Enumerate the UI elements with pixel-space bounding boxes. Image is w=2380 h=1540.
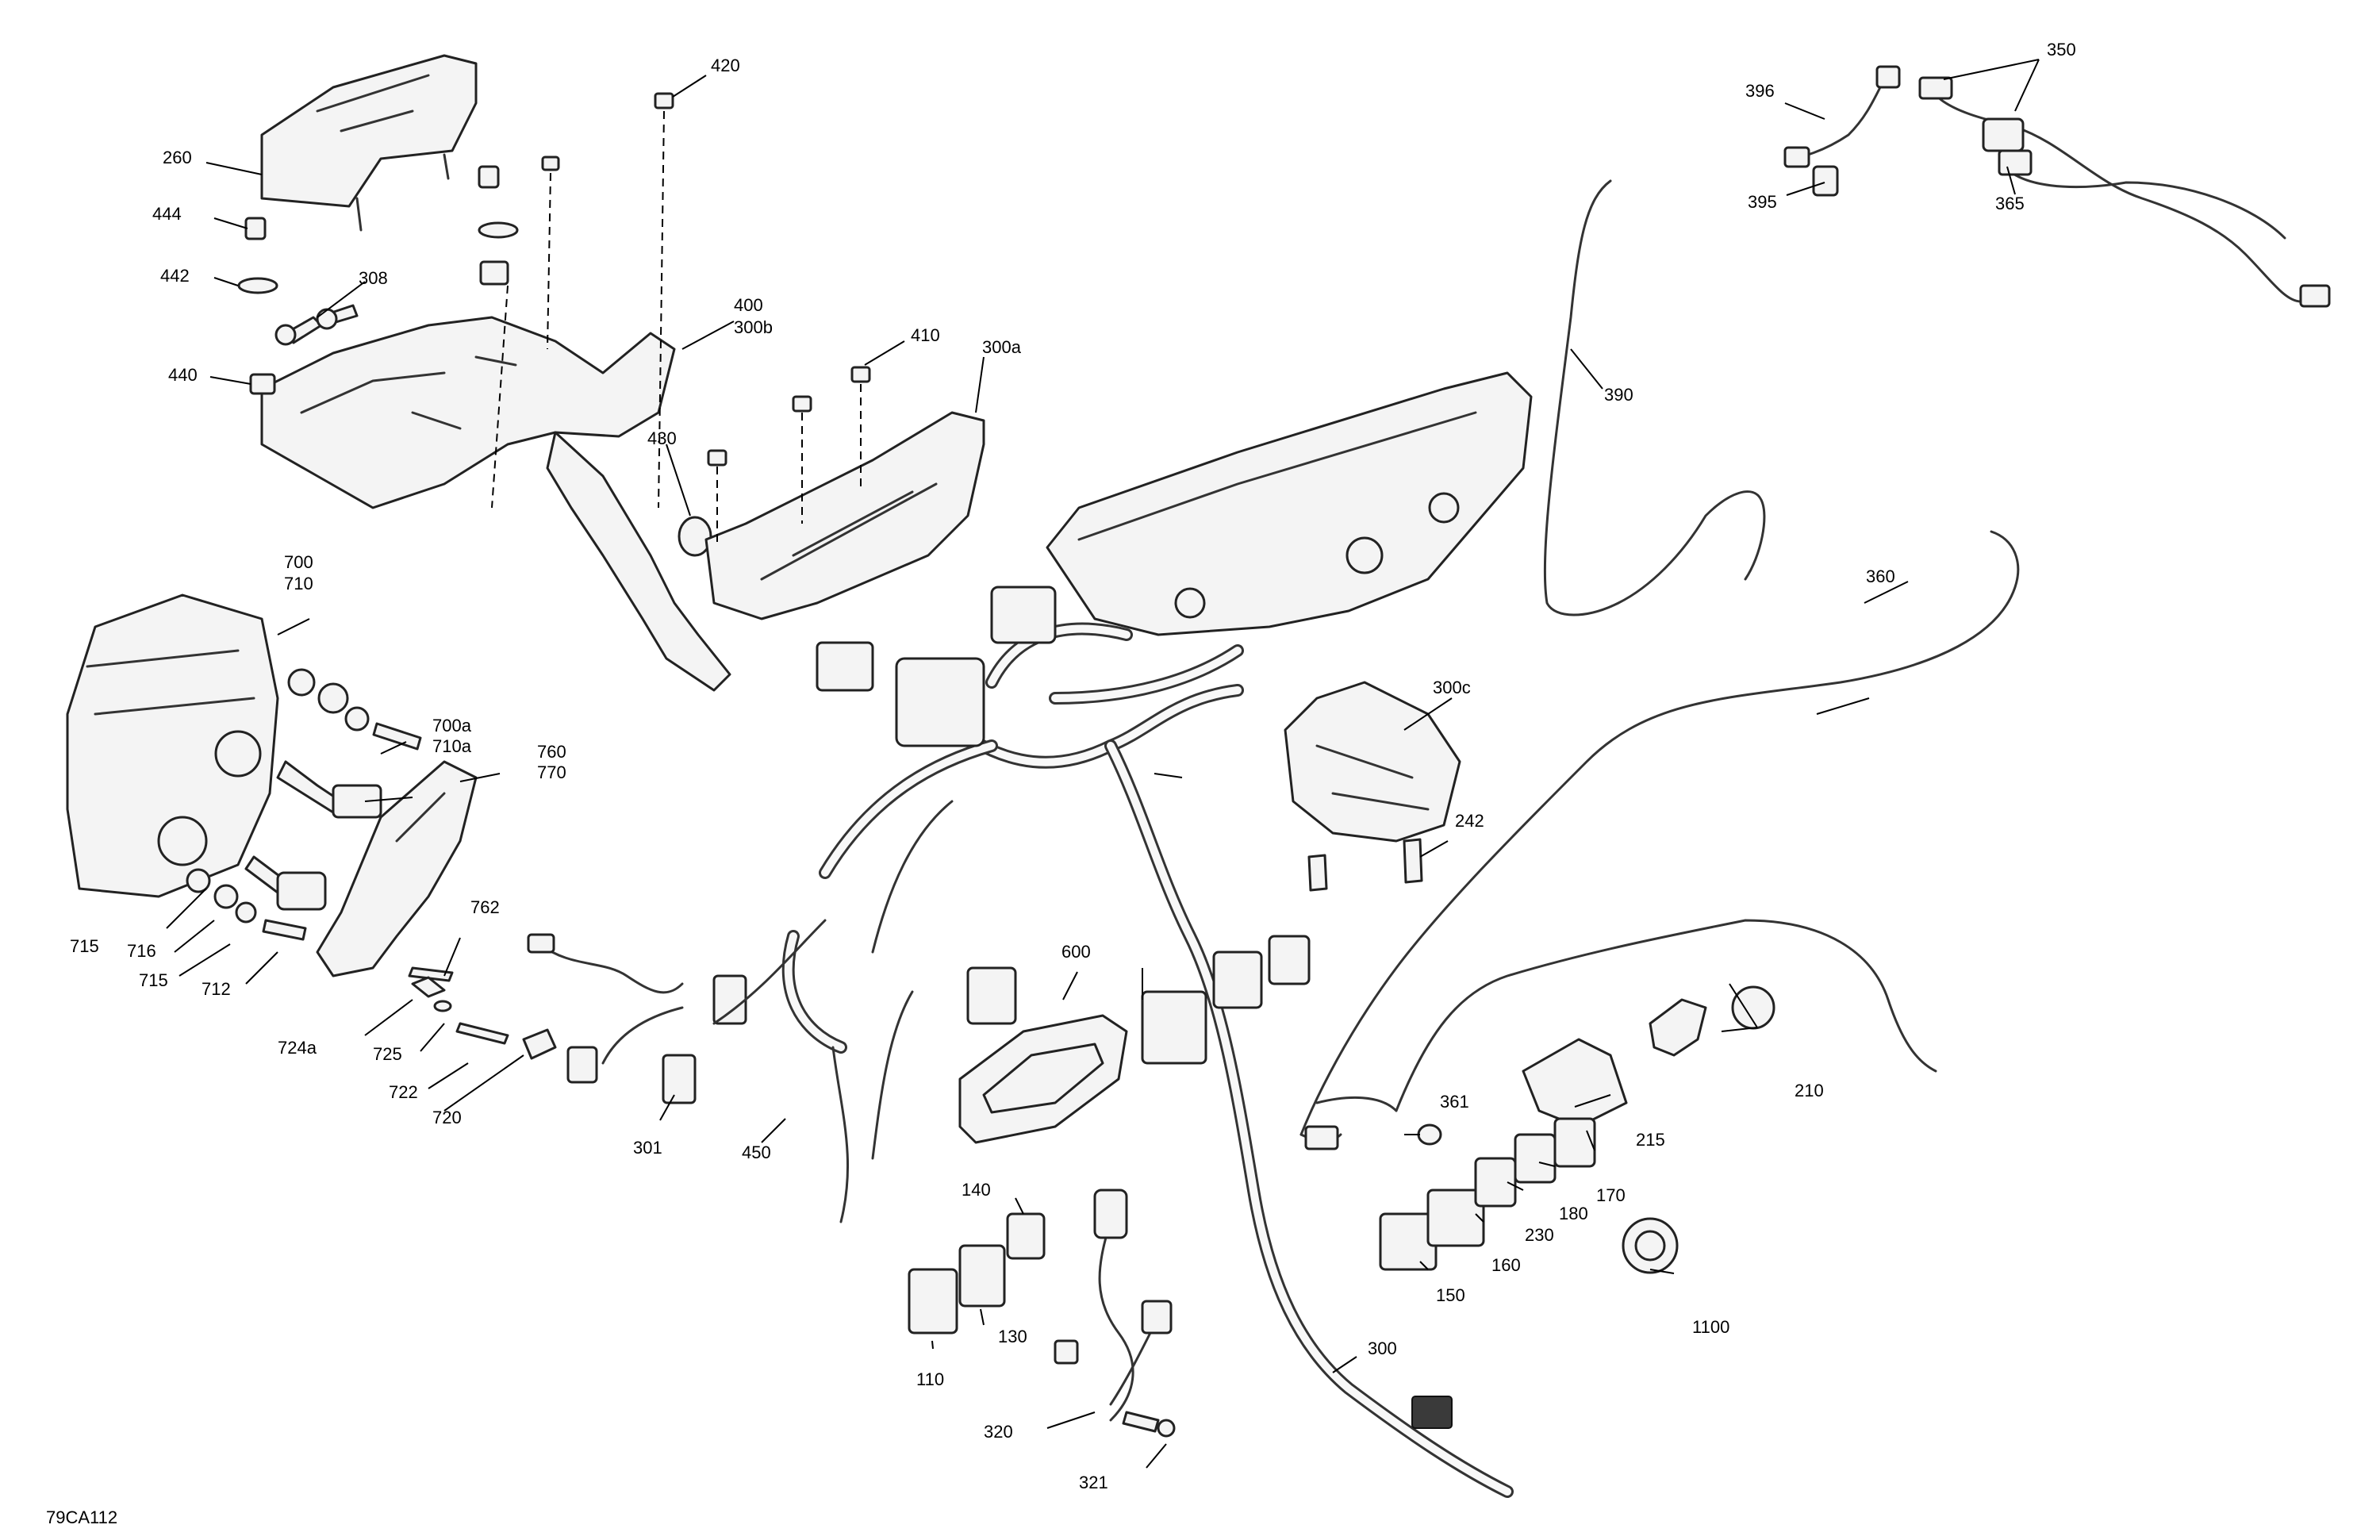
callout-160: 160: [1491, 1255, 1521, 1275]
callout-760: 760: [537, 742, 566, 762]
diagram-code: 79CA112: [46, 1507, 117, 1527]
callout-140: 140: [962, 1180, 991, 1200]
cable-320: [1054, 1189, 1173, 1422]
plug-430: [678, 516, 712, 557]
screws-308: [274, 304, 359, 346]
harness-350: [1918, 76, 2331, 308]
headlight-bulb-lower: [186, 855, 327, 941]
bracket-760: [316, 760, 478, 977]
gauge-housing: [1046, 371, 1533, 636]
callout-308: 308: [359, 268, 388, 288]
callout-712: 712: [202, 979, 231, 999]
gauge-display-600: [958, 1014, 1128, 1144]
callout-321: 321: [1079, 1473, 1108, 1492]
switch-396: [1783, 65, 1901, 168]
cap-215: [1522, 1038, 1628, 1128]
callout-600: 600: [1061, 942, 1091, 962]
callout-715b: 715: [139, 970, 168, 990]
callout-300b: 300b: [734, 317, 773, 337]
callout-700: 700: [284, 552, 313, 572]
callout-395: 395: [1748, 192, 1777, 212]
callout-365: 365: [1995, 194, 2025, 213]
callout-724a: 724a: [278, 1038, 317, 1058]
clip-440: [249, 373, 276, 395]
callout-300c: 300c: [1433, 678, 1471, 697]
left-branch-wires: [527, 919, 827, 1104]
main-harness-300: [712, 586, 1514, 1498]
socket-210: [1649, 985, 1775, 1057]
callout-725: 725: [373, 1044, 402, 1064]
callout-350: 350: [2047, 40, 2076, 60]
bracket-300b: [260, 316, 731, 692]
plug-361: [1417, 1123, 1442, 1146]
callout-360: 360: [1866, 566, 1895, 586]
callout-215: 215: [1636, 1130, 1665, 1150]
callout-300: 300: [1368, 1338, 1397, 1358]
screw-column: [491, 156, 560, 509]
callout-720: 720: [432, 1108, 462, 1127]
screw-420: [654, 92, 674, 509]
callout-450: 450: [742, 1143, 771, 1162]
fasteners-444-442: [237, 165, 519, 294]
screw-321: [1122, 1411, 1176, 1438]
callout-320: 320: [984, 1422, 1013, 1442]
callout-722: 722: [389, 1082, 418, 1102]
module-300c: [1284, 681, 1461, 892]
cover-260: [260, 54, 478, 232]
callout-444: 444: [152, 204, 182, 224]
callout-440: 440: [168, 365, 198, 385]
callout-430: 430: [647, 428, 677, 448]
callout-230: 230: [1525, 1225, 1554, 1245]
callout-150: 150: [1436, 1285, 1465, 1305]
callout-410: 410: [911, 325, 940, 345]
callout-130: 130: [998, 1327, 1027, 1346]
callout-420: 420: [711, 56, 740, 75]
callout-210: 210: [1795, 1081, 1824, 1100]
callout-700a: 700a: [432, 716, 472, 735]
callout-labels: 420 350 396 395 365 260 444 442 308 440 …: [46, 40, 2076, 1527]
headlight-700: [66, 593, 279, 898]
callout-1100: 1100: [1692, 1317, 1729, 1337]
callout-260: 260: [163, 148, 192, 167]
callout-710a: 710a: [432, 736, 472, 756]
callout-170: 170: [1596, 1185, 1626, 1205]
callout-361: 361: [1440, 1092, 1469, 1112]
callout-300a: 300a: [982, 337, 1022, 357]
callout-242: 242: [1455, 811, 1484, 831]
bulbs-700a: [276, 668, 422, 819]
callout-442: 442: [160, 266, 190, 286]
switches-150-230: [1379, 1117, 1596, 1271]
cable-390: [1543, 179, 1766, 616]
module-300a: [704, 366, 985, 620]
cable-lower-right: [1395, 919, 1937, 1112]
callout-762: 762: [470, 897, 500, 917]
callout-180: 180: [1559, 1204, 1588, 1223]
adjuster-720: [408, 966, 557, 1060]
callout-400: 400: [734, 295, 763, 315]
callout-710: 710: [284, 574, 313, 593]
switches-110-140: [908, 1212, 1046, 1335]
cable-360: [1299, 530, 2020, 1150]
callout-770: 770: [537, 762, 566, 782]
socket-1100: [1622, 1217, 1679, 1274]
callout-110: 110: [916, 1369, 944, 1389]
callout-715a: 715: [70, 936, 99, 956]
callout-390: 390: [1604, 385, 1633, 405]
switch-395: [1812, 165, 1839, 197]
leader-lines: [166, 59, 2040, 1469]
callout-301: 301: [633, 1138, 662, 1158]
callout-396: 396: [1745, 81, 1775, 101]
callout-716: 716: [127, 941, 156, 961]
